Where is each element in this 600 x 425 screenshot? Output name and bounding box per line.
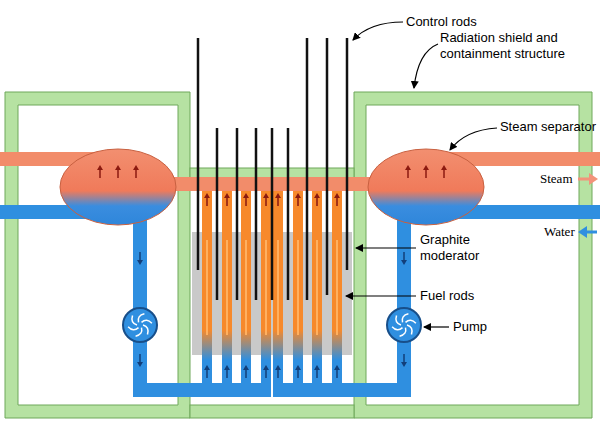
steam-arrow — [589, 173, 598, 185]
fuel-rod — [245, 240, 247, 335]
flow-arrow — [263, 193, 269, 198]
flow-arrow — [204, 365, 210, 370]
callout-label: Pump — [453, 319, 487, 335]
flow-arrow — [224, 193, 230, 198]
fuel-rod — [265, 240, 267, 335]
control-rod — [216, 128, 219, 300]
flow-arrow — [334, 365, 340, 370]
fuel-rod — [226, 240, 228, 335]
flow-arrow — [405, 165, 411, 170]
steam-separator — [60, 149, 176, 225]
flow-arrow — [97, 165, 103, 170]
flow-arrow — [137, 362, 143, 367]
flow-arrow — [401, 362, 407, 367]
pump-blade — [128, 327, 138, 330]
fuel-channel — [222, 184, 232, 389]
callout-label: Control rods — [406, 14, 477, 30]
control-rod — [346, 38, 349, 270]
pump-blade — [406, 320, 416, 323]
flow-arrow — [401, 260, 407, 265]
downcomer — [397, 210, 411, 397]
pump-blade — [392, 327, 402, 330]
flow-arrow — [115, 165, 121, 170]
water-arrow — [578, 226, 587, 238]
fuel-channel — [312, 184, 322, 389]
pump-blade — [143, 325, 148, 334]
containment-wall — [354, 92, 592, 418]
fuel-channel — [241, 184, 251, 389]
flow-arrow — [204, 193, 210, 198]
pump-blade — [407, 325, 412, 334]
fuel-channel — [202, 184, 212, 389]
containment-bottom — [190, 405, 354, 418]
downcomer — [133, 210, 147, 397]
control-rod — [271, 128, 274, 300]
steam-arrow — [578, 178, 590, 181]
leader-line — [356, 247, 416, 248]
callout-label: Steam separator — [500, 119, 596, 135]
fuel-rod — [297, 240, 299, 335]
flow-arrow — [314, 365, 320, 370]
steam-separator — [368, 149, 484, 225]
leader-line — [414, 44, 438, 88]
callout-label: Radiation shield and containment structu… — [440, 30, 590, 62]
flow-arrow — [224, 365, 230, 370]
flow-arrow — [295, 365, 301, 370]
flow-arrow — [314, 193, 320, 198]
flow-arrow — [243, 365, 249, 370]
pump-symbol — [123, 308, 157, 342]
control-rod — [306, 38, 309, 300]
flow-arrow — [295, 193, 301, 198]
control-rod — [326, 38, 329, 295]
callout-label: Graphite moderator — [420, 232, 510, 264]
leader-line — [424, 326, 449, 327]
flow-arrow — [243, 193, 249, 198]
fuel-rod — [316, 240, 318, 335]
callout-label: Water — [544, 224, 575, 240]
fuel-channel — [261, 184, 271, 389]
control-rod — [197, 38, 200, 270]
flow-arrow — [133, 165, 139, 170]
leader-line — [346, 295, 416, 296]
flow-arrow — [423, 165, 429, 170]
fuel-rod — [206, 240, 208, 335]
flow-arrow — [275, 365, 281, 370]
pump-blade — [132, 316, 137, 325]
flow-arrows — [97, 165, 447, 378]
flow-arrow — [334, 193, 340, 198]
flow-arrow — [441, 165, 447, 170]
fuel-rod — [277, 240, 279, 335]
pump-blade — [142, 320, 152, 323]
fuel-channel — [273, 184, 283, 389]
water-arrow — [586, 231, 597, 234]
leader-line — [450, 128, 497, 150]
fuel-channel — [332, 184, 342, 389]
control-rod — [236, 128, 239, 300]
callout-label: Fuel rods — [420, 288, 474, 304]
leader-line — [353, 22, 403, 40]
callout-label: Steam — [540, 171, 573, 187]
flow-arrow — [137, 260, 143, 265]
control-rod — [287, 128, 290, 300]
flow-arrow — [275, 193, 281, 198]
pump-symbol — [387, 308, 421, 342]
pump-blade — [396, 316, 401, 325]
fuel-rod — [336, 240, 338, 335]
control-rods — [198, 38, 347, 300]
control-rod — [255, 128, 258, 300]
fuel-channel — [293, 184, 303, 389]
flow-arrow — [263, 365, 269, 370]
containment-wall — [5, 92, 190, 418]
